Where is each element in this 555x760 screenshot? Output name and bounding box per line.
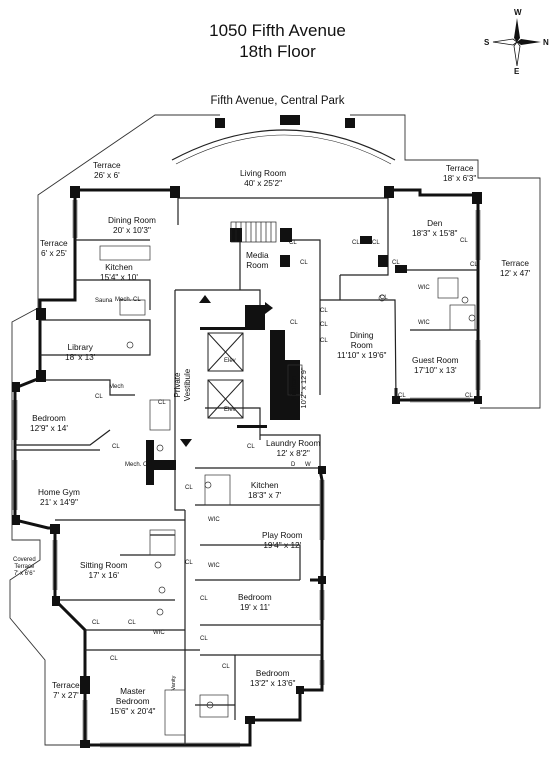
plan-floor: 18th Floor [239,42,316,61]
closet-label: CL [460,238,468,244]
closet-label: CL [200,636,208,642]
elevator-2-label: Elev [224,407,236,413]
bathroom-fixtures [99,245,476,736]
wic-master-label: WIC [153,630,165,636]
compass-west-letter: S [484,38,490,47]
closet-label: CL [380,295,388,301]
closet-label: CL [372,240,380,246]
mech-cl-2-label: Mech. CL [125,462,151,468]
closet-label: CL [300,260,308,266]
plan-address: 1050 Fifth Avenue [209,21,346,40]
sauna-label: Sauna [95,298,113,304]
compass-icon [492,18,541,67]
closet-label: CL [398,393,406,399]
closet-label: CL [200,596,208,602]
closet-label: CL [320,308,328,314]
closet-label: CL [185,485,193,491]
compass-south-letter: E [514,67,520,76]
closet-label: CL [158,400,166,406]
closet-label: CL [392,260,400,266]
closet-label: CL [92,620,100,626]
living-room-curved-wall [171,129,396,161]
closet-label: CL [128,620,136,626]
street-label: Fifth Avenue, Central Park [210,95,345,107]
stairs [230,221,277,243]
wic-playroom-label: WIC [208,517,220,523]
compass-east-letter: N [543,38,549,47]
structural-core [12,115,482,748]
windows [12,200,481,748]
wic-bedroom-label: WIC [208,563,220,569]
mech-label: Mech [109,384,124,390]
wic-guest-label: WIC [418,320,430,326]
interior-walls [15,190,478,745]
closet-label: CL [110,656,118,662]
closet-label: CL [185,560,193,566]
closet-label: CL [320,338,328,344]
closet-label: CL [470,262,478,268]
elevator-shafts [207,332,244,419]
closet-label: CL [247,444,255,450]
washer-label: W [305,462,311,468]
vanity-label: Vanity [171,675,177,691]
closet-label: CL [289,240,297,246]
closet-label: CL [95,394,103,400]
entry-arrows [180,295,273,447]
closet-label: CL [320,322,328,328]
mech-cl-label: Mech. CL [115,297,141,303]
closet-label: CL [352,240,360,246]
terrace-outline [9,114,541,746]
closet-label: CL [290,320,298,326]
elevator-1-label: Elev [224,358,236,364]
wic-den-label: WIC [418,285,430,291]
closet-label: CL [222,664,230,670]
closet-label: CL [112,444,120,450]
compass-north-letter: W [514,8,522,17]
closet-label: CL [465,393,473,399]
dryer-label: D [291,462,296,468]
